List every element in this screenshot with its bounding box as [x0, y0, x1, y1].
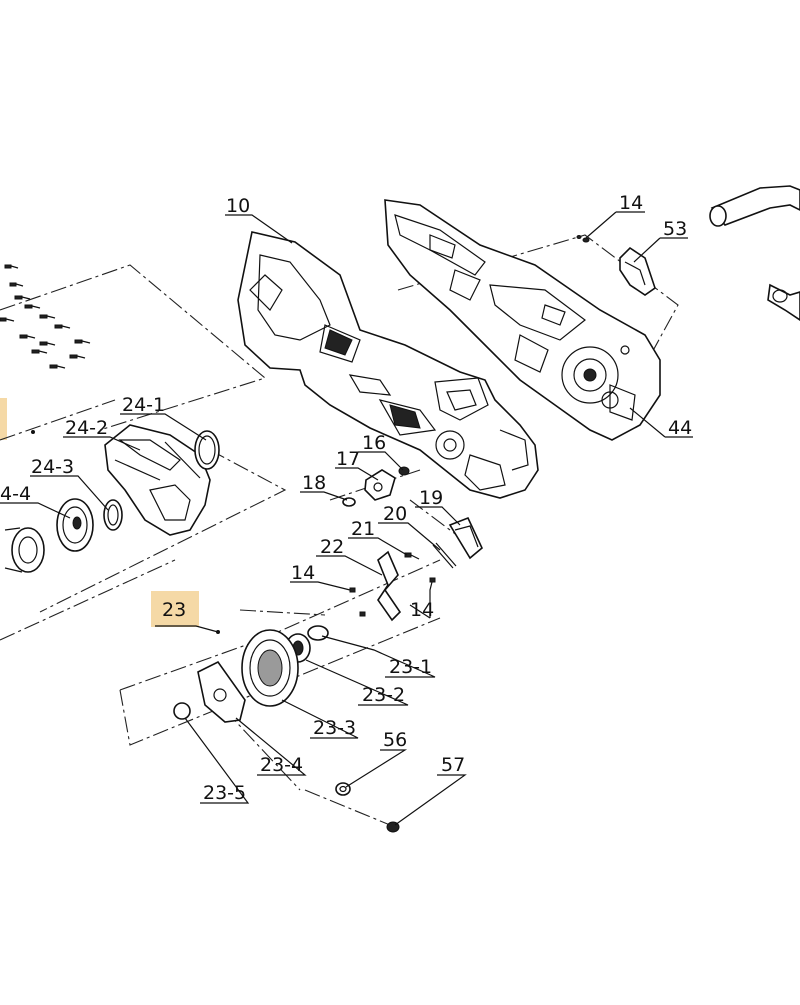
part-44-housing — [384, 199, 661, 441]
label-10: 10 — [226, 195, 250, 217]
part-14-screws-mid — [349, 577, 436, 617]
label-53: 53 — [663, 218, 687, 240]
label-14-mid: 14 — [291, 562, 315, 584]
label-23-2: 23-2 — [362, 684, 405, 706]
label-44: 44 — [668, 417, 692, 439]
label-23-4: 23-4 — [260, 754, 303, 776]
part-20-spring — [432, 542, 457, 569]
part-23-1-washer — [307, 625, 329, 641]
part-24-3-bearing — [103, 499, 123, 531]
part-17-clamp — [364, 469, 396, 501]
part-53 — [619, 246, 656, 296]
label-18: 18 — [302, 472, 326, 494]
screws-group — [0, 264, 91, 369]
part-21-screw — [404, 552, 420, 560]
label-14-right: 14 — [410, 599, 434, 621]
label-23-1: 23-1 — [389, 656, 432, 678]
label-14-top: 14 — [619, 192, 643, 214]
label-57: 57 — [441, 754, 465, 776]
part-23-4-plate — [197, 660, 246, 723]
label-56: 56 — [383, 729, 407, 751]
label-21: 21 — [351, 518, 375, 540]
label-24-3: 24-3 — [31, 456, 74, 478]
part-19-plate — [448, 516, 483, 560]
label-24-1: 24-1 — [122, 394, 165, 416]
part-23-5-nut — [173, 702, 191, 720]
part-24-4-gear — [56, 498, 94, 552]
label-24-4: 4-4 — [0, 483, 31, 505]
label-23-5: 23-5 — [203, 782, 246, 804]
callout-labels: 10 14 53 44 24-1 24-2 24-3 4-4 17 16 18 … — [0, 192, 692, 804]
label-23: 23 — [162, 599, 186, 621]
part-22-spring-plate — [377, 550, 402, 622]
leader-lines — [0, 211, 693, 826]
label-16: 16 — [362, 432, 386, 454]
label-17: 17 — [336, 448, 360, 470]
callout-dots — [31, 430, 220, 634]
label-20: 20 — [383, 503, 407, 525]
part-23-3-wheel — [241, 629, 299, 707]
highlight-left-edge — [0, 398, 7, 440]
part-56-washer — [335, 782, 351, 796]
part-24-5-pulley — [4, 527, 45, 573]
top-handle — [709, 185, 800, 321]
label-19: 19 — [419, 487, 443, 509]
part-24-2-cover — [104, 424, 211, 536]
label-23-3: 23-3 — [313, 717, 356, 739]
highlight-23 — [151, 591, 199, 627]
part-24-1-ring — [194, 430, 220, 470]
part-10-housing — [237, 231, 539, 499]
label-22: 22 — [320, 536, 344, 558]
label-24-2: 24-2 — [65, 417, 108, 439]
